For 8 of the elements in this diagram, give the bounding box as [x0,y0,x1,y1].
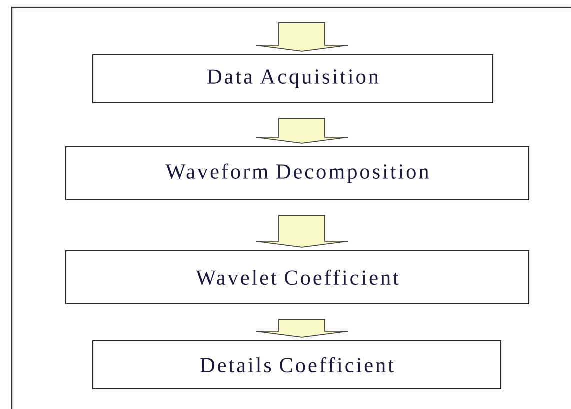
process-box: Data Acquisition [92,54,494,104]
block-arrow [256,118,348,144]
process-box: Waveform Decomposition [65,146,530,201]
block-arrow [256,22,348,52]
process-box: Details Coefficient [92,340,502,390]
process-box: Wavelet Coefficient [65,250,530,305]
block-arrow [256,319,348,338]
block-arrow [256,215,348,248]
